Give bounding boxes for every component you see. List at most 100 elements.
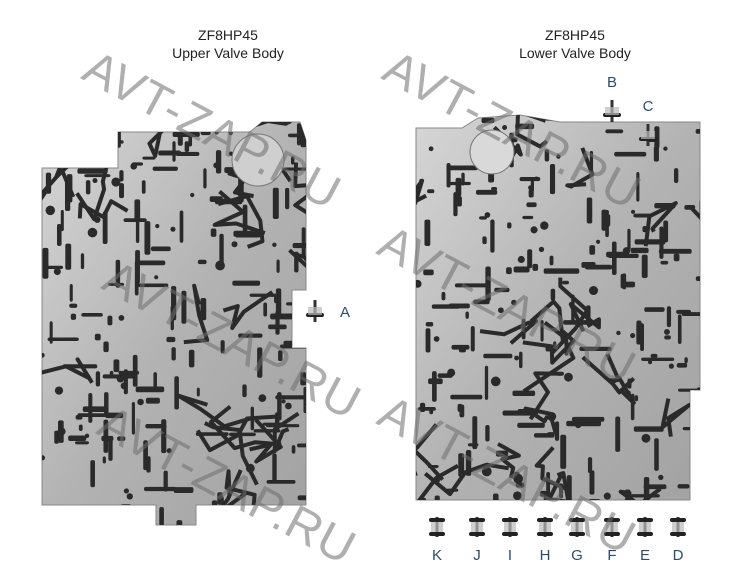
channel xyxy=(174,376,179,410)
channel xyxy=(135,386,165,393)
channel xyxy=(664,335,671,340)
channel xyxy=(540,490,548,497)
channel xyxy=(268,324,287,330)
channel-path xyxy=(688,204,700,238)
channel xyxy=(184,141,190,153)
channel xyxy=(94,333,101,341)
bolt-hole xyxy=(155,224,160,229)
channel-path xyxy=(479,319,539,345)
bolt-hole xyxy=(588,286,599,296)
channel-path xyxy=(522,320,576,393)
channel xyxy=(263,302,268,317)
channel xyxy=(544,149,550,162)
channel xyxy=(145,397,160,404)
channel-path xyxy=(496,442,521,479)
channel xyxy=(450,394,483,400)
channel xyxy=(660,260,669,265)
callout-e: E xyxy=(639,547,651,564)
bolt-hole xyxy=(502,125,508,130)
channel xyxy=(429,407,434,415)
bolt-hole xyxy=(564,372,573,382)
plug-icon xyxy=(639,124,657,146)
channel xyxy=(80,253,85,270)
bolt-hole xyxy=(215,260,225,271)
channel xyxy=(197,259,207,265)
channel xyxy=(589,470,595,495)
channel xyxy=(188,349,195,368)
channel xyxy=(543,268,580,274)
channel xyxy=(432,371,437,402)
channel-path xyxy=(568,302,601,333)
channel-path xyxy=(416,423,438,469)
channel xyxy=(69,283,73,302)
bolt-hole xyxy=(434,477,440,484)
channel xyxy=(491,187,498,191)
channel xyxy=(257,347,263,378)
channel xyxy=(441,291,446,301)
channel xyxy=(113,509,119,521)
channel-path xyxy=(222,290,274,330)
channel xyxy=(495,450,509,457)
channel xyxy=(291,445,296,454)
channel xyxy=(176,520,183,525)
lower-model: ZF8HP45 xyxy=(545,27,605,43)
bolt-hole xyxy=(258,394,267,403)
channel xyxy=(589,245,596,255)
channel-path xyxy=(217,194,265,249)
channel xyxy=(270,313,294,320)
bolt-hole xyxy=(622,247,631,255)
channel xyxy=(70,313,77,320)
channel-path xyxy=(617,487,662,500)
channel xyxy=(641,357,675,362)
channel xyxy=(200,298,207,321)
channel xyxy=(644,307,665,312)
channel xyxy=(465,311,469,319)
channel xyxy=(676,309,691,314)
channel xyxy=(630,247,649,254)
channel xyxy=(454,283,490,288)
channel xyxy=(615,416,621,452)
channel xyxy=(673,253,680,262)
bolt-hole xyxy=(91,133,96,138)
channel xyxy=(56,223,62,246)
channel xyxy=(297,443,306,448)
channel xyxy=(654,438,659,471)
channel xyxy=(47,337,79,341)
upper-name: Upper Valve Body xyxy=(172,45,284,61)
upper-bore xyxy=(231,133,285,187)
channel xyxy=(219,233,224,270)
channel xyxy=(163,470,168,492)
channel xyxy=(203,168,207,189)
bolt-hole xyxy=(538,246,545,253)
bolt-hole xyxy=(53,268,61,276)
bolt-hole xyxy=(540,221,549,230)
channel xyxy=(54,430,59,444)
channel xyxy=(200,131,211,136)
bolt-hole xyxy=(631,209,636,214)
channel xyxy=(159,507,164,525)
channel xyxy=(451,344,470,350)
plug-icon xyxy=(604,517,620,537)
channel xyxy=(479,216,487,220)
channel xyxy=(132,354,138,387)
lower-channels xyxy=(416,115,700,500)
channel xyxy=(605,209,609,238)
plug-icon xyxy=(569,517,585,537)
channel xyxy=(532,263,539,271)
channel-path xyxy=(212,189,266,235)
bolt-hole xyxy=(534,176,539,181)
bolt-hole xyxy=(297,326,304,333)
channel xyxy=(620,273,627,289)
channel xyxy=(636,171,640,202)
bolt-hole xyxy=(664,328,670,335)
bolt-hole xyxy=(574,421,582,429)
channel xyxy=(695,276,700,282)
channel xyxy=(650,353,658,358)
upper-title: ZF8HP45 Upper Valve Body xyxy=(118,26,338,62)
channel-path xyxy=(272,411,300,454)
bolt-hole xyxy=(60,123,71,134)
channel xyxy=(586,197,593,224)
channel xyxy=(172,131,200,137)
channel xyxy=(605,129,624,134)
callout-f: F xyxy=(607,547,617,564)
